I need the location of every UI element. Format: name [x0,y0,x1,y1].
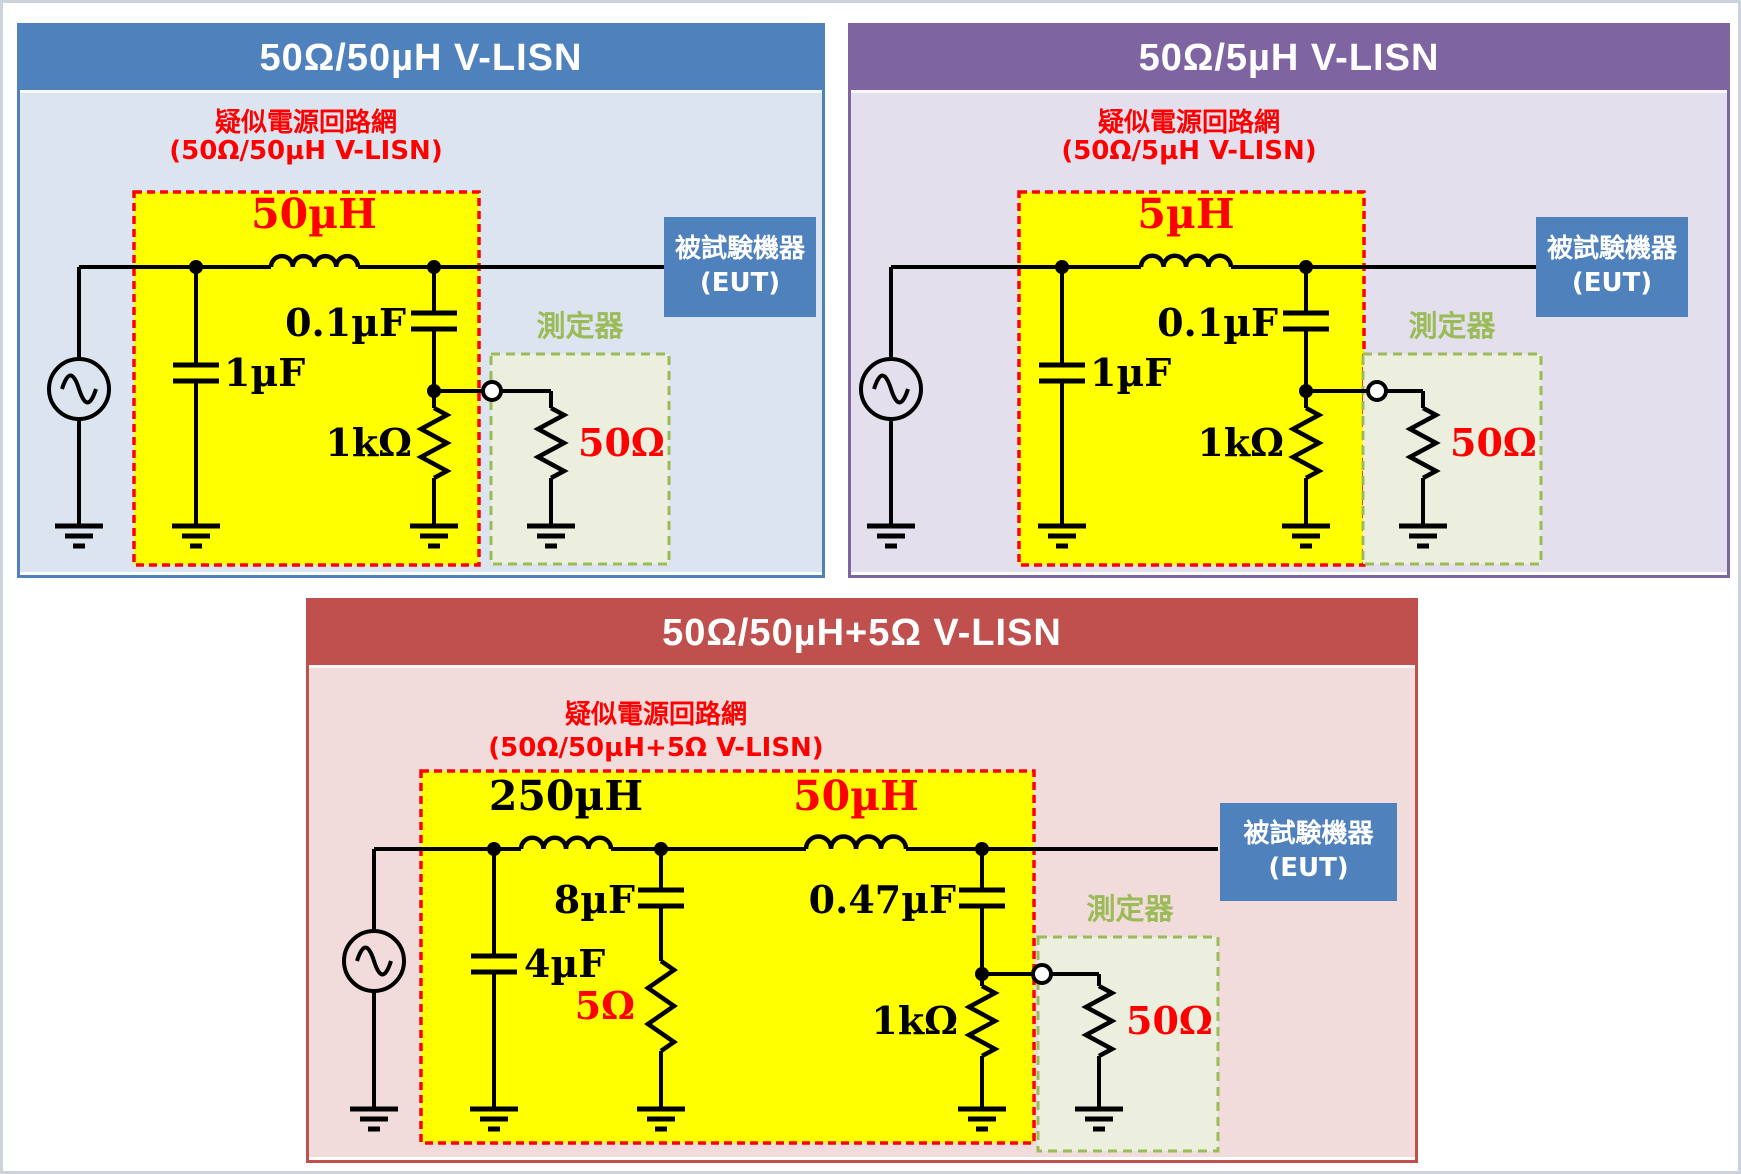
resistor-icon [644,959,678,1053]
resistor-icon [533,406,569,480]
network-label-line2: (50Ω/50µH V-LISN) [169,136,442,166]
terminal-node [1031,963,1053,985]
panel-50ohm-50uh-5ohm-vlisn: 50Ω/50µH+5Ω V-LISN 疑似電源回路網(50Ω/50µH+5Ω V… [306,598,1418,1163]
mid-resistor-value: 5Ω [575,983,635,1028]
resistor-icon [964,984,1000,1058]
panel-title: 50Ω/50µH V-LISN [20,26,822,93]
junction-dot [975,842,989,856]
eut-label-line2: (EUT) [1571,268,1653,298]
network-label-line1: 疑似電源回路網 [215,107,397,138]
sine-wave-icon [872,373,910,405]
meter-box-label: 測定器 [1086,892,1174,926]
inductor-icon [268,253,361,268]
coupling-cap-value: 0.1µF [1157,300,1278,345]
eut-label-line1: 被試験機器 [1243,819,1374,850]
meter-box [1036,935,1220,1153]
network-label-line1: 疑似電源回路網 [565,699,747,730]
junction-dot [654,842,668,856]
inductor-icon [803,834,909,850]
network-label-line2: (50Ω/5µH V-LISN) [1061,136,1316,166]
meter-box-label: 測定器 [536,309,624,343]
sine-wave-icon [60,373,98,405]
inductor2-value: 50µH [793,772,919,820]
input-cap-value: 1µF [224,350,305,395]
panel-50ohm-5uh-vlisn: 50Ω/5µH V-LISN 疑似電源回路網(50Ω/5µH V-LISN) 5µ… [848,23,1730,578]
resistor-icon [1288,406,1324,480]
junction-dot [975,967,989,981]
mid-cap-value: 8µF [554,877,635,922]
resistor-icon [416,406,452,480]
coupling-cap-value: 0.1µF [285,300,406,345]
panel-body: 疑似電源回路網(50Ω/50µH+5Ω V-LISN) 250µH 50µH 4µF 8… [309,668,1415,1157]
coupling-cap-value: 0.47µF [809,877,956,922]
circuit-diagram-50uh: 疑似電源回路網(50Ω/50µH V-LISN) 50µH 1µF 0.1µF 1kΩ 5… [47,107,671,567]
inductor1-value: 250µH [489,772,643,820]
eut-label-line2: (EUT) [699,268,781,298]
resistor-icon [1405,406,1441,480]
ac-source-icon [342,929,406,993]
terminal-node [1366,380,1388,402]
meter-box-label: 測定器 [1408,309,1496,343]
eut-box: 被試験機器 (EUT) [1536,217,1688,317]
panel-50ohm-50uh-vlisn: 50Ω/50µH V-LISN 疑似電源回路網(50Ω/50µH V-LISN)… [17,23,825,578]
inductor-icon [518,835,614,850]
divider-resistor-value: 1kΩ [871,998,958,1043]
inductor-value: 5µH [1137,190,1234,238]
network-label-line1: 疑似電源回路網 [1098,107,1280,138]
eut-label-line2: (EUT) [1268,853,1349,883]
panel-title: 50Ω/5µH V-LISN [851,26,1727,93]
junction-dot [189,260,203,274]
junction-dot [427,260,441,274]
meter-resistor-value: 50Ω [1126,998,1213,1043]
ac-source-icon [47,357,111,421]
junction-dot [487,842,501,856]
meter-resistor-value: 50Ω [1450,420,1537,465]
resistor-icon [1081,984,1117,1058]
panel-body: 疑似電源回路網(50Ω/5µH V-LISN) 5µH 1µF 0.1µF 1kΩ 50Ω… [851,93,1727,572]
meter-resistor-value: 50Ω [578,420,665,465]
eut-box: 被試験機器 (EUT) [1220,803,1397,901]
junction-dot [427,384,441,398]
junction-dot [1299,260,1313,274]
input-cap-value: 1µF [1090,350,1171,395]
eut-box: 被試験機器 (EUT) [664,217,816,317]
input-cap-value: 4µF [524,941,605,986]
eut-label-line1: 被試験機器 [1546,234,1677,265]
panel-body: 疑似電源回路網(50Ω/50µH V-LISN) 50µH 1µF 0.1µF 1kΩ 5… [20,93,822,572]
divider-resistor-value: 1kΩ [325,420,412,465]
lisn-network-highlight-box [419,769,1036,1145]
ac-source-icon [859,357,923,421]
sine-wave-icon [355,945,393,977]
junction-dot [1299,384,1313,398]
circuit-diagram-5uh: 疑似電源回路網(50Ω/5µH V-LISN) 5µH 1µF 0.1µF 1kΩ 50Ω… [859,107,1543,567]
terminal-node [481,380,503,402]
divider-resistor-value: 1kΩ [1197,420,1284,465]
junction-dot [1055,260,1069,274]
eut-label-line1: 被試験機器 [674,234,805,265]
network-label-line2: (50Ω/50µH+5Ω V-LISN) [488,733,823,763]
inductor-icon [1138,253,1234,268]
circuit-diagram-50uh-5ohm: 疑似電源回路網(50Ω/50µH+5Ω V-LISN) 250µH 50µH 4µF 8… [342,699,1220,1153]
inductor-value: 50µH [251,190,377,238]
panel-title: 50Ω/50µH+5Ω V-LISN [309,601,1415,668]
